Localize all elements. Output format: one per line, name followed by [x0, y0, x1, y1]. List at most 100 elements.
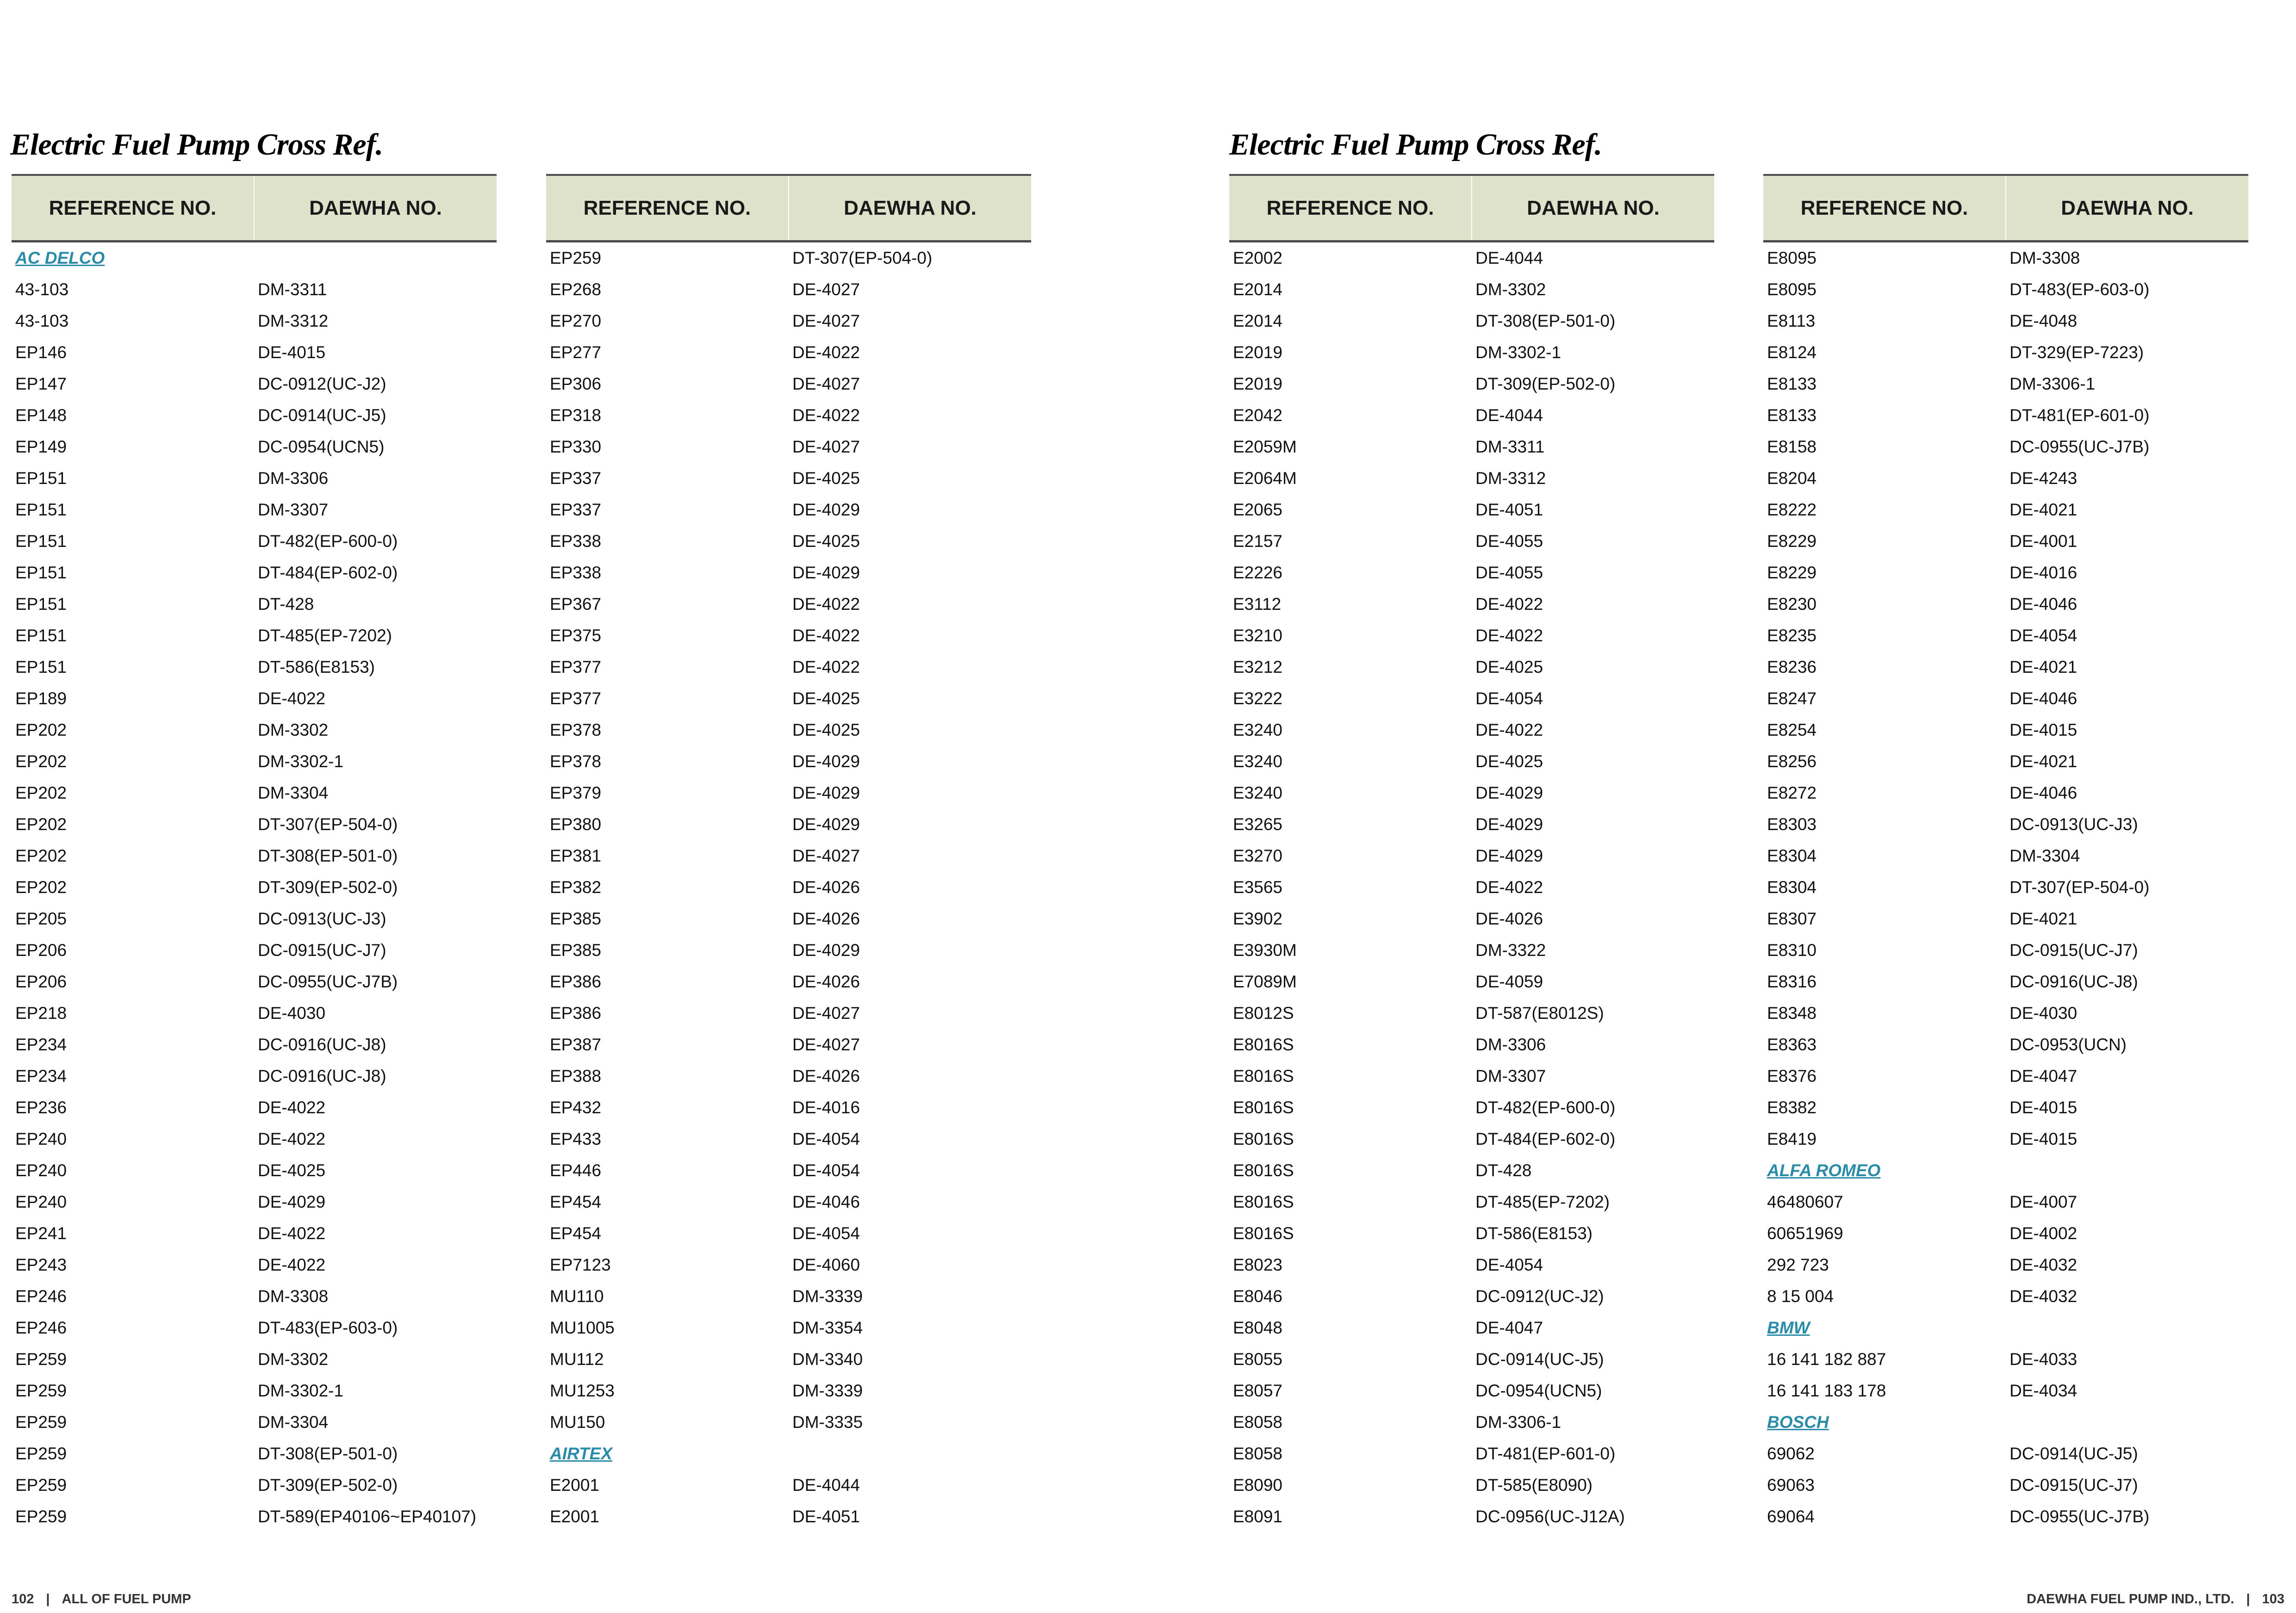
reference-no-cell: E8230 [1767, 595, 1817, 614]
reference-no-cell: E8095 [1767, 280, 1817, 299]
reference-no-cell: E3210 [1233, 626, 1282, 645]
daewha-no-cell: DM-3307 [1475, 1067, 1546, 1086]
reference-no-cell: EP7123 [550, 1255, 611, 1274]
reference-no-cell: EP379 [550, 783, 602, 802]
daewha-no-header: DAEWHA NO. [1471, 174, 1714, 242]
reference-no-cell: E8016S [1233, 1098, 1294, 1117]
brand-heading-link[interactable]: ALFA ROMEO [1767, 1161, 1881, 1180]
daewha-no-cell: DE-4025 [792, 532, 860, 551]
daewha-no-cell: DC-0914(UC-J5) [258, 406, 386, 425]
daewha-no-cell: DE-4054 [1475, 1255, 1543, 1274]
daewha-no-cell: DE-4029 [792, 563, 860, 582]
reference-no-cell: E2019 [1233, 374, 1282, 393]
daewha-no-cell: DT-307(EP-504-0) [792, 248, 933, 267]
daewha-no-cell: DM-3308 [258, 1287, 329, 1306]
brand-heading-link[interactable]: AIRTEX [550, 1444, 613, 1463]
page-title: Electric Fuel Pump Cross Ref. [10, 128, 383, 161]
daewha-no-cell: DE-4027 [792, 846, 860, 865]
reference-no-cell: 69064 [1767, 1507, 1815, 1526]
brand-heading-link[interactable]: BOSCH [1767, 1413, 1829, 1432]
reference-no-cell: E8023 [1233, 1255, 1282, 1274]
reference-no-cell: E8091 [1233, 1507, 1282, 1526]
reference-no-cell: E2019 [1233, 343, 1282, 362]
daewha-no-cell: DE-4022 [1475, 626, 1543, 645]
daewha-no-cell: DT-307(EP-504-0) [258, 815, 398, 834]
daewha-no-cell: DE-4025 [792, 720, 860, 739]
daewha-no-cell: DC-0913(UC-J3) [258, 909, 386, 928]
daewha-no-cell: DT-587(E8012S) [1475, 1004, 1604, 1023]
reference-no-cell: MU1005 [550, 1318, 615, 1337]
daewha-no-cell: DC-0954(UCN5) [258, 437, 385, 456]
page-footer: DAEWHA FUEL PUMP IND., LTD.|103 [2027, 1592, 2284, 1607]
daewha-no-cell: DE-4022 [258, 1224, 326, 1243]
reference-no-cell: E8095 [1767, 248, 1817, 267]
page-footer: 102|ALL OF FUEL PUMP [12, 1592, 191, 1607]
reference-no-cell: EP202 [15, 815, 67, 834]
reference-no-cell: E8348 [1767, 1004, 1817, 1023]
reference-no-cell: E3112 [1233, 595, 1282, 614]
daewha-no-cell: DT-428 [258, 595, 314, 614]
brand-heading-link[interactable]: AC DELCO [15, 248, 105, 267]
reference-no-cell: E2226 [1233, 563, 1282, 582]
daewha-no-cell: DE-4022 [792, 343, 860, 362]
reference-no-cell: EP151 [15, 595, 67, 614]
daewha-no-cell: DT-307(EP-504-0) [2010, 878, 2150, 897]
reference-no-cell: EP446 [550, 1161, 602, 1180]
reference-no-cell: EP202 [15, 752, 67, 771]
daewha-no-cell: DT-482(EP-600-0) [258, 532, 398, 551]
reference-no-cell: E8222 [1767, 500, 1817, 519]
reference-no-cell: EP243 [15, 1255, 67, 1274]
daewha-no-cell: DC-0912(UC-J2) [1475, 1287, 1604, 1306]
daewha-no-cell: DE-4022 [258, 1098, 326, 1117]
daewha-no-cell: DE-4060 [792, 1255, 860, 1274]
daewha-no-cell: DE-4044 [1475, 406, 1543, 425]
reference-no-cell: E3240 [1233, 752, 1282, 771]
reference-no-cell: E8204 [1767, 469, 1817, 488]
reference-no-cell: E2001 [550, 1476, 599, 1495]
reference-no-cell: E8133 [1767, 374, 1817, 393]
brand-heading-link[interactable]: BMW [1767, 1318, 1810, 1337]
daewha-no-cell: DE-4034 [2010, 1381, 2078, 1400]
daewha-no-cell: DE-4029 [792, 752, 860, 771]
daewha-no-cell: DC-0912(UC-J2) [258, 374, 386, 393]
daewha-no-cell: DE-4046 [2010, 783, 2078, 802]
daewha-no-cell: DT-309(EP-502-0) [258, 1476, 398, 1495]
